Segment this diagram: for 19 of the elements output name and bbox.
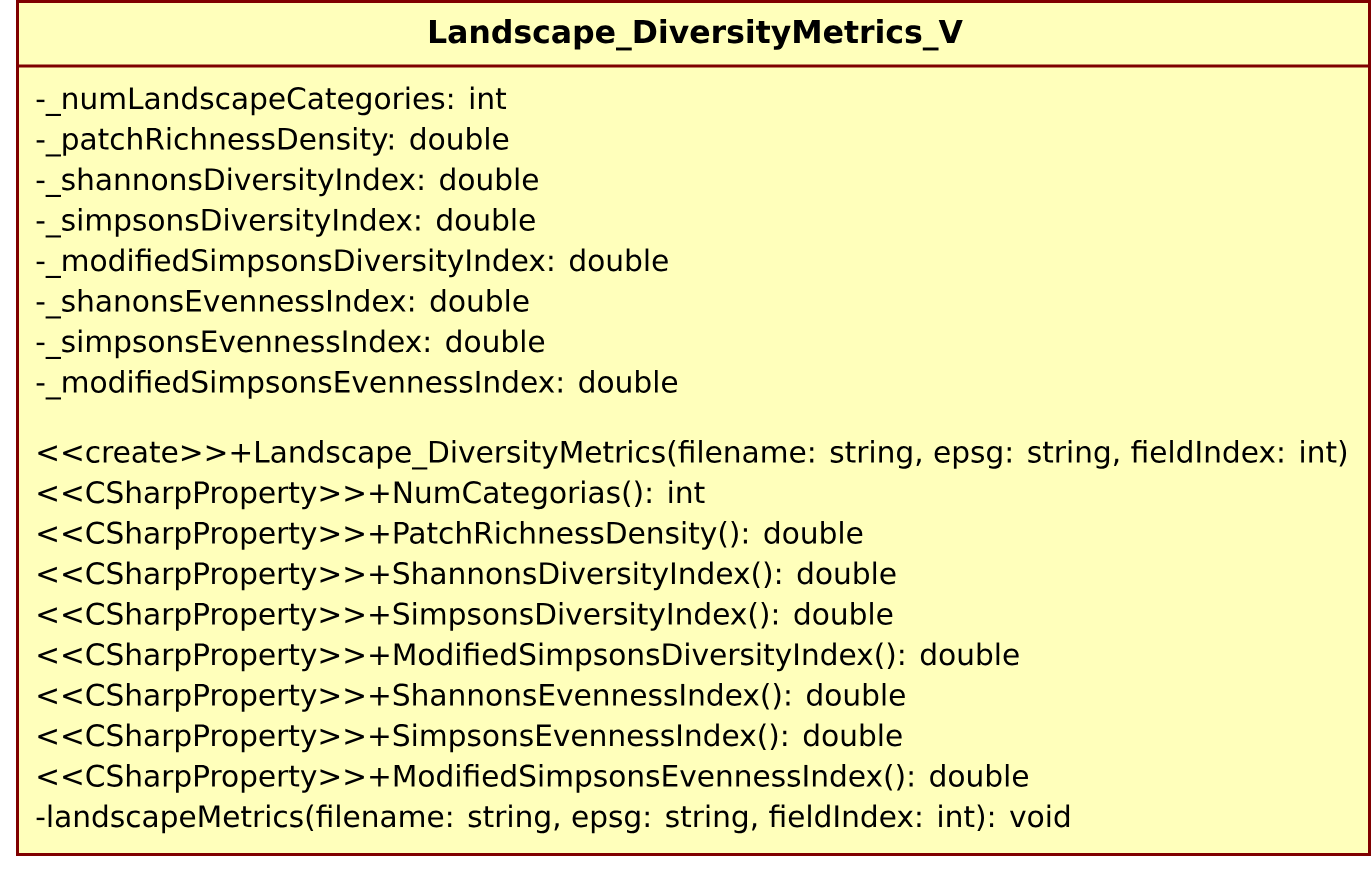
attribute-text: -_shanonsEvennessIndex: double xyxy=(36,289,529,319)
operation-text: <<create>>+Landscape_DiversityMetrics(filename: string, epsg: string, fieldIndex: int) xyxy=(38,440,1347,470)
attribute-text: -_simpsonsDiversityIndex: double xyxy=(36,208,535,238)
operation-text: <<CSharpProperty>>+ModifiedSimpsonsEvennessIndex(): double xyxy=(38,764,1028,793)
operation-text: -landscapeMetrics(filename: string, epsg: string, fieldIndex: int): void xyxy=(36,804,1070,834)
attribute-text: -_shannonsDiversityIndex: double xyxy=(36,167,538,197)
attribute-text: -_modifiedSimpsonsDiversityIndex: double xyxy=(36,248,668,278)
attribute-text: -_patchRichnessDensity: double xyxy=(36,127,509,157)
class-name: Landscape_DiversityMetrics_V xyxy=(430,19,963,51)
attribute-text: -_numLandscapeCategories: int xyxy=(36,86,506,116)
attribute-text: -_modifiedSimpsonsEvennessIndex: double xyxy=(36,370,678,400)
operation-text: <<CSharpProperty>>+ModifiedSimpsonsDiversityIndex(): double xyxy=(38,642,1019,672)
operation-text: <<CSharpProperty>>+ShannonsEvennessIndex(): double xyxy=(38,683,905,712)
operation-text: <<CSharpProperty>>+NumCategorias(): int xyxy=(38,480,705,510)
operation-text: <<CSharpProperty>>+SimpsonsEvennessIndex(): double xyxy=(38,723,902,753)
operation-text: <<CSharpProperty>>+SimpsonsDiversityIndex(): double xyxy=(38,602,893,631)
operation-text: <<CSharpProperty>>+PatchRichnessDensity(): double xyxy=(38,521,863,550)
attribute-text: -_simpsonsEvennessIndex: double xyxy=(36,329,545,359)
operation-text: <<CSharpProperty>>+ShannonsDiversityIndex(): double xyxy=(38,561,896,591)
